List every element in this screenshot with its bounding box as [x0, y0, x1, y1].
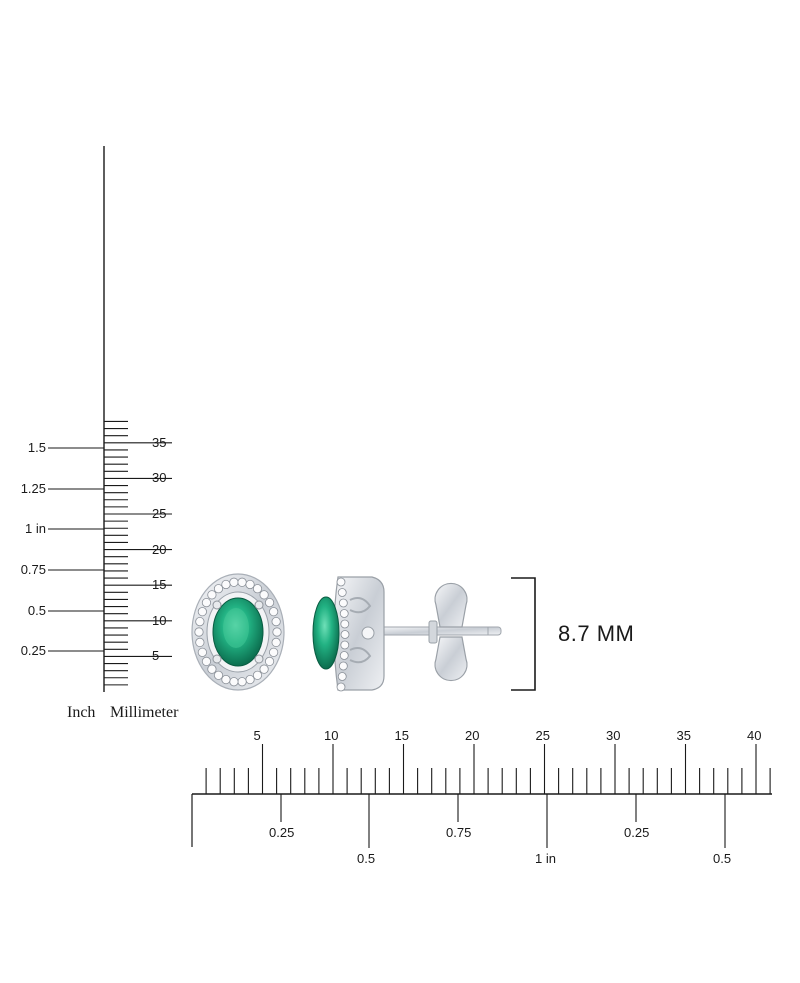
halo-diamond — [207, 664, 217, 674]
emerald-facet — [223, 608, 249, 648]
halo-diamond — [245, 674, 255, 685]
halo-diamond — [336, 682, 346, 692]
halo-diamond — [338, 598, 348, 608]
earring-back-top — [434, 582, 468, 628]
halo-diamond — [197, 607, 207, 617]
inch-caption: Inch — [67, 704, 96, 721]
halo-diamond — [201, 656, 212, 666]
halo-diamond — [337, 588, 347, 597]
halo-diamond — [340, 640, 350, 650]
mm-label: 25 — [152, 506, 167, 521]
prong — [254, 654, 264, 664]
halo-diamond — [195, 637, 205, 647]
halo-diamond — [197, 647, 207, 657]
halo-diamond — [229, 677, 239, 687]
earring-back-bottom — [434, 636, 468, 682]
halo-diamond — [213, 584, 224, 594]
inch-label: 0.75 — [20, 562, 46, 577]
halo-diamond — [339, 609, 349, 618]
inch-label: 0.75 — [446, 825, 472, 840]
halo-diamond — [213, 670, 224, 680]
mm-label: 35 — [676, 728, 691, 743]
inch-label: 1.25 — [20, 481, 46, 496]
inch-label: 0.5 — [713, 851, 732, 866]
halo-diamond — [337, 672, 347, 681]
inch-label: 0.25 — [624, 825, 650, 840]
halo-diamond — [264, 656, 275, 666]
halo-diamond — [338, 661, 348, 671]
halo-diamond — [269, 607, 279, 617]
halo-diamond — [336, 577, 346, 587]
millimeter-caption: Millimeter — [110, 704, 179, 721]
halo-diamond — [252, 584, 263, 594]
halo-diamond — [207, 590, 217, 600]
earring-side-view — [312, 576, 502, 692]
mm-label: 15 — [394, 728, 409, 743]
halo-diamond — [269, 647, 279, 657]
halo-diamond — [340, 630, 350, 639]
side-diamond — [361, 626, 375, 640]
mm-label: 5 — [152, 648, 160, 664]
halo-diamond — [195, 617, 205, 627]
inch-label: 0.25 — [20, 643, 46, 658]
prong — [212, 654, 222, 664]
mm-label: 15 — [152, 577, 167, 593]
halo-diamond — [271, 617, 281, 627]
inch-label: 1.5 — [27, 440, 46, 455]
dimension-bracket — [511, 577, 536, 691]
inch-label: 0.5 — [357, 851, 376, 866]
halo-diamond — [271, 637, 281, 647]
halo-diamond — [264, 598, 275, 608]
diamond-halo — [194, 577, 282, 687]
prong — [212, 600, 222, 610]
mm-label: 35 — [152, 434, 167, 450]
horizontal-ruler — [191, 744, 772, 848]
mm-label: 10 — [324, 728, 339, 743]
vertical-ruler — [48, 146, 172, 692]
mm-label: 40 — [747, 728, 762, 743]
inch-label: 0.25 — [269, 825, 295, 840]
earring-front-view — [191, 573, 285, 691]
mm-label: 30 — [606, 728, 621, 743]
earring-back-plate — [428, 620, 438, 644]
inch-label: 1 in — [25, 521, 46, 536]
halo-diamond — [221, 579, 231, 590]
mm-label: 30 — [152, 470, 167, 486]
halo-diamond — [259, 590, 269, 600]
prong — [254, 600, 264, 610]
halo-diamond — [201, 598, 212, 608]
halo-diamond — [237, 677, 247, 687]
halo-diamond — [229, 577, 239, 587]
halo-diamond — [221, 674, 231, 685]
halo-diamond — [272, 627, 282, 637]
halo-diamond — [259, 664, 269, 674]
emerald-stone-side — [312, 596, 340, 670]
mm-label: 25 — [535, 728, 550, 743]
halo-diamond — [339, 651, 349, 660]
diamond-halo-side — [336, 577, 350, 692]
halo-diamond — [340, 619, 350, 629]
filigree — [349, 597, 372, 664]
halo-diamond — [252, 670, 263, 680]
mm-label: 5 — [253, 728, 261, 743]
mm-label: 20 — [152, 541, 167, 557]
inch-label: 0.5 — [27, 603, 46, 618]
mm-label: 20 — [465, 728, 480, 743]
mm-label: 10 — [152, 612, 167, 628]
inch-label: 1 in — [535, 851, 556, 866]
halo-diamond — [194, 627, 204, 637]
earring-post — [375, 626, 502, 636]
halo-diamond — [237, 577, 247, 587]
halo-diamond — [245, 579, 255, 590]
dimension-label: 8.7 MM — [558, 621, 635, 646]
